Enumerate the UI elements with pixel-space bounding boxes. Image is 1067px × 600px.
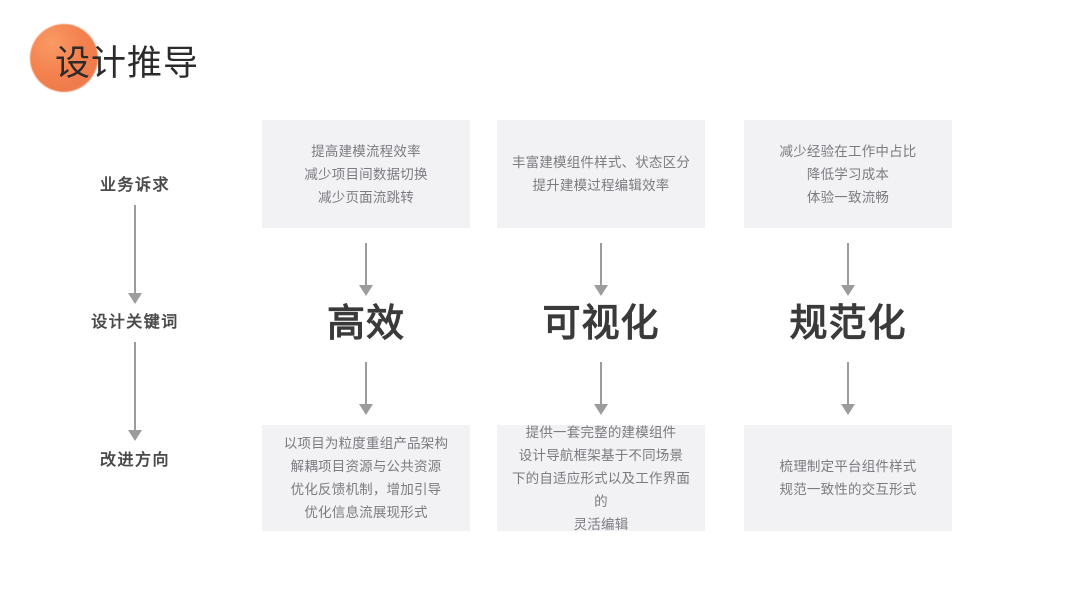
arrow-head (594, 404, 608, 415)
row-label-improvement-direction: 改进方向 (99, 452, 170, 469)
top-box-text: 丰富建模组件样式、状态区分 提升建模过程编辑效率 (511, 155, 691, 193)
arrow-head (359, 404, 373, 415)
arrow-shaft (600, 243, 602, 287)
page-title: 设计推导 (30, 24, 350, 104)
top-box-column-1: 提高建模流程效率 减少项目间数据切换 减少页面流跳转 (262, 120, 470, 228)
arrow-down-icon-left-1 (128, 205, 142, 305)
arrow-head (841, 285, 855, 296)
top-box-text: 提高建模流程效率 减少项目间数据切换 减少页面流跳转 (304, 143, 428, 205)
bottom-box-column-3: 梳理制定平台组件样式 规范一致性的交互形式 (744, 425, 952, 531)
arrow-shaft (847, 243, 849, 287)
arrow-head (128, 430, 142, 441)
arrow-shaft (134, 205, 136, 295)
arrow-shaft (134, 342, 136, 432)
arrow-down-icon-col2-top (594, 243, 608, 297)
bottom-box-text: 梳理制定平台组件样式 规范一致性的交互形式 (779, 459, 917, 497)
arrow-head (594, 285, 608, 296)
arrow-down-icon-col3-bottom (841, 362, 855, 416)
keyword-column-3: 规范化 (789, 303, 907, 345)
arrow-shaft (365, 243, 367, 287)
bottom-box-text: 以项目为粒度重组产品架构 解耦项目资源与公共资源 优化反馈机制，增加引导 优化信… (283, 436, 449, 520)
arrow-shaft (365, 362, 367, 406)
page-title-text: 设计推导 (55, 44, 200, 83)
top-box-text: 减少经验在工作中占比 降低学习成本 体验一致流畅 (779, 143, 917, 205)
arrow-down-icon-left-2 (128, 342, 142, 442)
arrow-down-icon-col1-top (359, 243, 373, 297)
title-accent-circle (30, 24, 98, 92)
arrow-head (841, 404, 855, 415)
row-label-business-requirements: 业务诉求 (99, 177, 170, 194)
arrow-shaft (600, 362, 602, 406)
keyword-column-2: 可视化 (542, 303, 660, 345)
bottom-box-column-1: 以项目为粒度重组产品架构 解耦项目资源与公共资源 优化反馈机制，增加引导 优化信… (262, 425, 470, 531)
top-box-column-3: 减少经验在工作中占比 降低学习成本 体验一致流畅 (744, 120, 952, 228)
arrow-head (359, 285, 373, 296)
keyword-column-1: 高效 (326, 303, 405, 345)
arrow-down-icon-col3-top (841, 243, 855, 297)
arrow-down-icon-col1-bottom (359, 362, 373, 416)
arrow-shaft (847, 362, 849, 406)
arrow-down-icon-col2-bottom (594, 362, 608, 416)
bottom-box-text: 提供一套完整的建模组件 设计导航框架基于不同场景 下的自适应形式以及工作界面的 … (511, 424, 691, 532)
top-box-column-2: 丰富建模组件样式、状态区分 提升建模过程编辑效率 (497, 120, 705, 228)
arrow-head (128, 293, 142, 304)
row-label-design-keywords: 设计关键词 (91, 314, 179, 331)
bottom-box-column-2: 提供一套完整的建模组件 设计导航框架基于不同场景 下的自适应形式以及工作界面的 … (497, 425, 705, 532)
